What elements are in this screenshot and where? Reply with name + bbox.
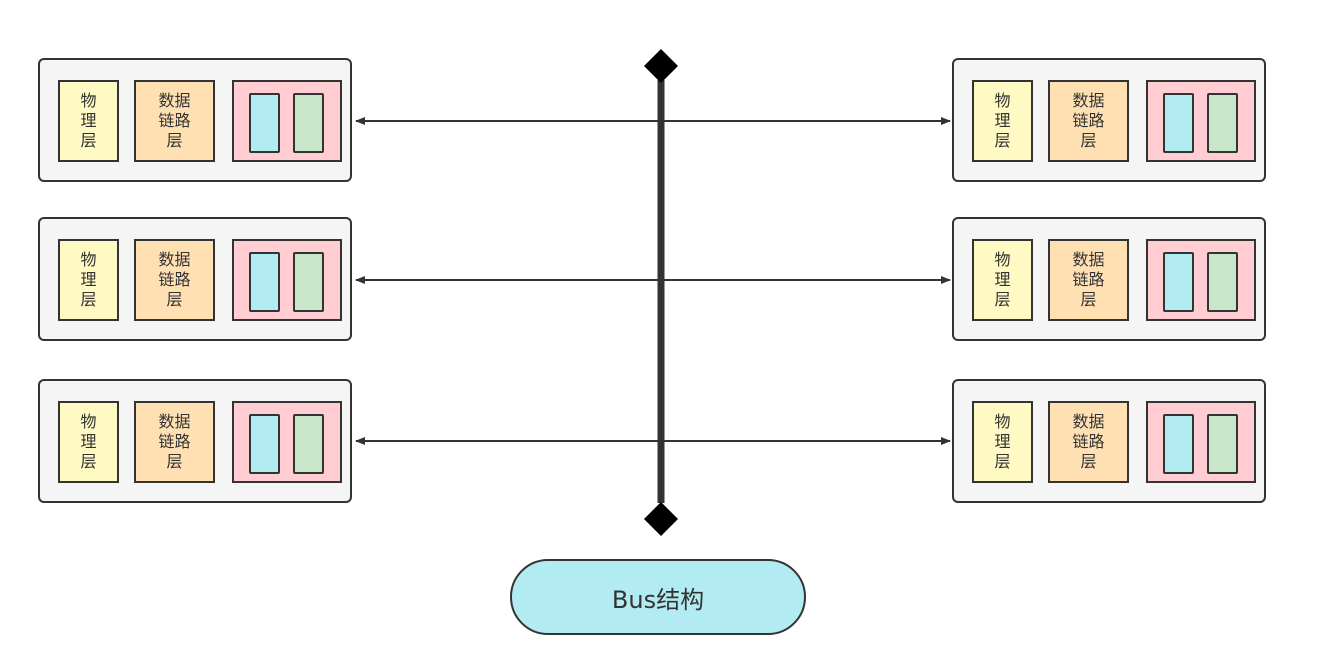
datalink-layer-box: 数据 链路 层 — [134, 80, 215, 162]
bus-bottom-terminator-diamond — [644, 502, 678, 536]
upper-layer-box — [1146, 239, 1256, 321]
physical-layer-box: 物 理 层 — [58, 401, 119, 483]
physical-layer-box: 物 理 层 — [972, 401, 1033, 483]
datalink-layer-box: 数据 链路 层 — [134, 401, 215, 483]
upper-layer-slot-b — [293, 252, 324, 312]
bus-node-left-2: 物 理 层 数据 链路 层 — [38, 217, 352, 341]
upper-layer-slot-b — [1207, 414, 1238, 474]
datalink-layer-box: 数据 链路 层 — [1048, 239, 1129, 321]
upper-layer-box — [1146, 80, 1256, 162]
upper-layer-box — [232, 239, 342, 321]
upper-layer-slot-a — [249, 414, 280, 474]
upper-layer-slot-a — [1163, 252, 1194, 312]
upper-layer-slot-b — [293, 414, 324, 474]
datalink-layer-box: 数据 链路 层 — [1048, 401, 1129, 483]
bus-node-right-2: 物 理 层 数据 链路 层 — [952, 217, 1266, 341]
bus-node-right-3: 物 理 层 数据 链路 层 — [952, 379, 1266, 503]
upper-layer-box — [1146, 401, 1256, 483]
bus-structure-label: Bus结构 — [510, 559, 806, 635]
bus-node-left-3: 物 理 层 数据 链路 层 — [38, 379, 352, 503]
bus-top-terminator-diamond — [644, 49, 678, 83]
physical-layer-box: 物 理 层 — [58, 80, 119, 162]
datalink-layer-box: 数据 链路 层 — [1048, 80, 1129, 162]
datalink-layer-box: 数据 链路 层 — [134, 239, 215, 321]
upper-layer-slot-b — [1207, 93, 1238, 153]
bus-node-left-1: 物 理 层 数据 链路 层 — [38, 58, 352, 182]
upper-layer-slot-a — [249, 252, 280, 312]
upper-layer-slot-a — [1163, 93, 1194, 153]
upper-layer-slot-a — [249, 93, 280, 153]
upper-layer-box — [232, 80, 342, 162]
upper-layer-box — [232, 401, 342, 483]
bus-node-right-1: 物 理 层 数据 链路 层 — [952, 58, 1266, 182]
upper-layer-slot-b — [1207, 252, 1238, 312]
physical-layer-box: 物 理 层 — [972, 80, 1033, 162]
physical-layer-box: 物 理 层 — [58, 239, 119, 321]
upper-layer-slot-a — [1163, 414, 1194, 474]
upper-layer-slot-b — [293, 93, 324, 153]
physical-layer-box: 物 理 层 — [972, 239, 1033, 321]
